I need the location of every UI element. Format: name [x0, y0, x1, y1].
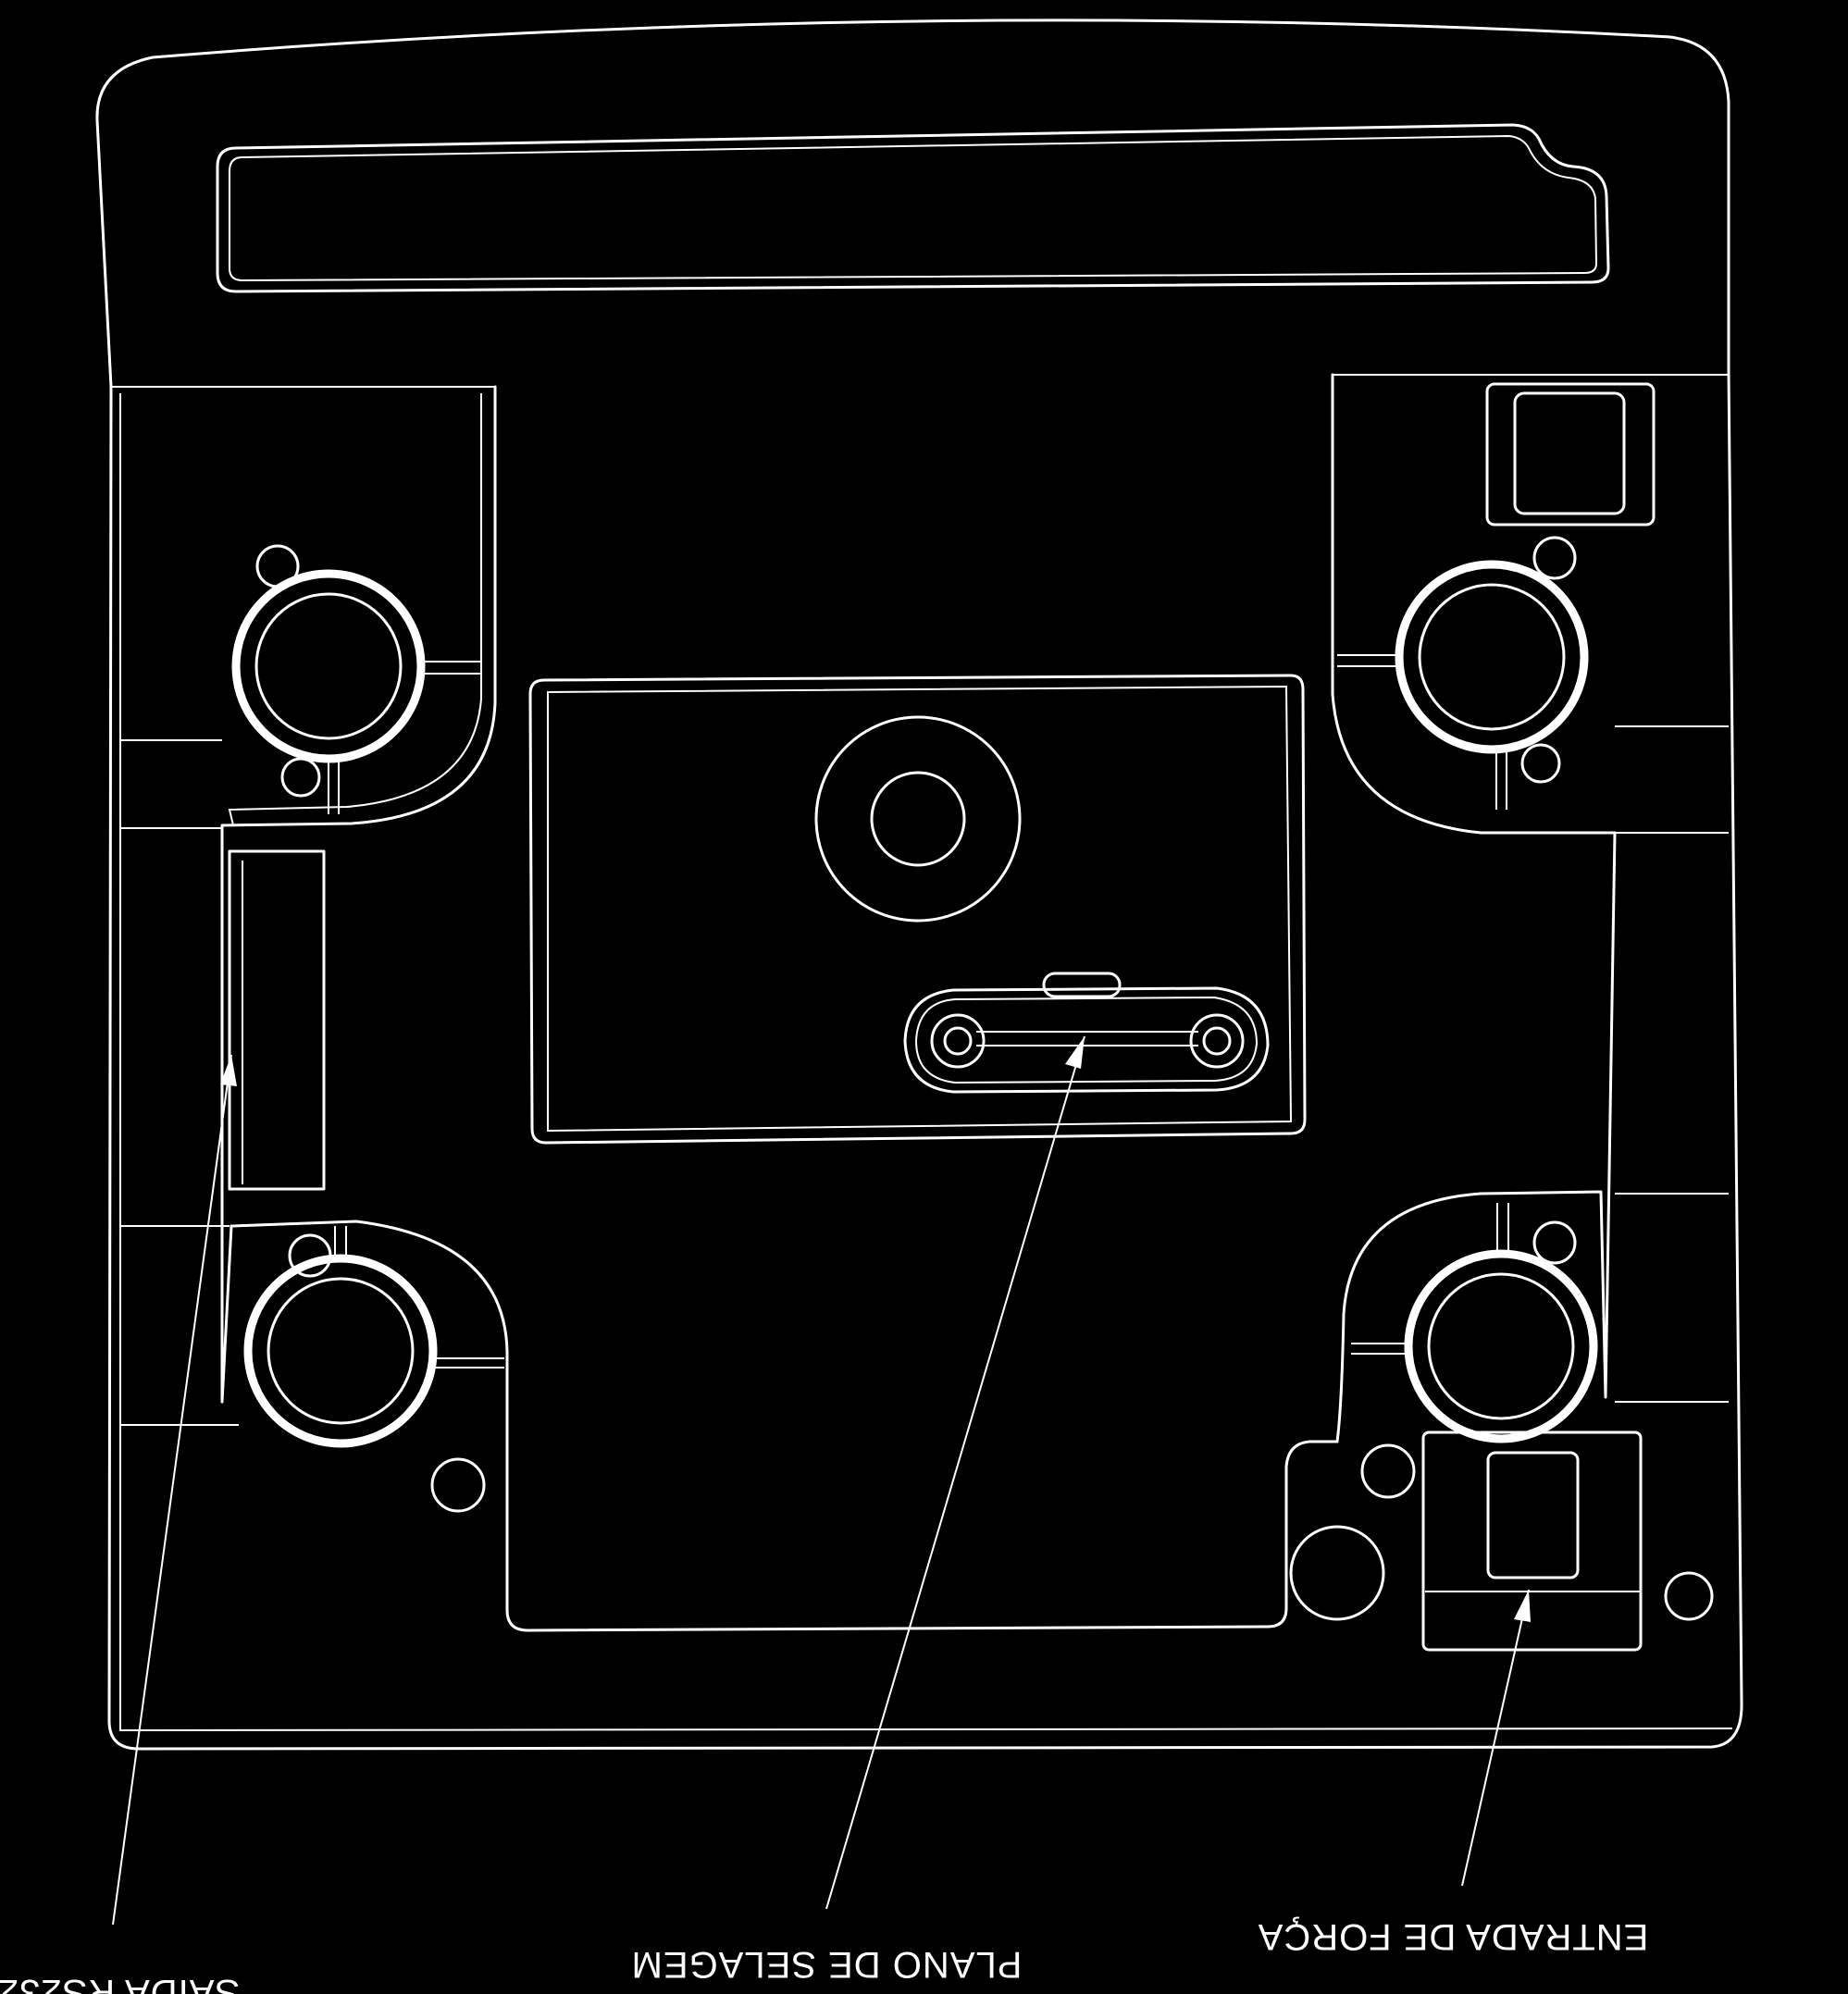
housing-outline: [95, 19, 1743, 1751]
rs232-port: [228, 849, 326, 1191]
foot-bottom-left: [243, 1226, 504, 1448]
foot-bottom-right: [1351, 1203, 1598, 1443]
callout-power-leader: [1461, 1589, 1531, 1887]
left-recess: [120, 373, 1729, 1632]
top-right-recess: [1485, 382, 1656, 526]
mounting-holes: [430, 1443, 1714, 1621]
foot-top-left: [231, 544, 481, 814]
callout-rs232-leader: [112, 1054, 237, 1926]
label-sealing-plane: PLANO DE SELAGEM: [631, 1944, 1023, 1985]
sealing-plate: [528, 674, 1307, 1145]
callout-sealing-leader: [825, 1035, 1085, 1910]
handle-slot: [216, 123, 1610, 293]
label-power-entry: ENTRADA DE FORÇA: [1258, 1916, 1649, 1957]
label-rs232: SAÍDA RS232: [0, 1972, 240, 1994]
power-entry: [1421, 1430, 1643, 1652]
foot-top-right: [1337, 536, 1589, 810]
